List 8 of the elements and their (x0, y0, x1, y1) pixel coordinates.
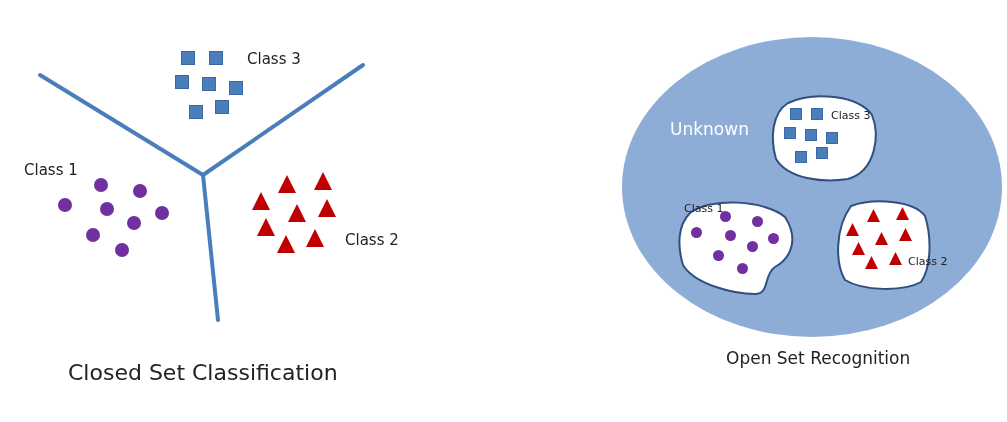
class-label: Class 1 (24, 161, 78, 179)
panel-title: Closed Set Classification (68, 360, 338, 385)
class-label: Class 2 (345, 231, 399, 249)
region-label: Unknown (670, 119, 749, 139)
class-label: Class 3 (831, 109, 871, 122)
panel-title: Open Set Recognition (726, 348, 911, 368)
class-label: Class 3 (247, 50, 301, 68)
open-space-ellipse (622, 37, 1002, 337)
